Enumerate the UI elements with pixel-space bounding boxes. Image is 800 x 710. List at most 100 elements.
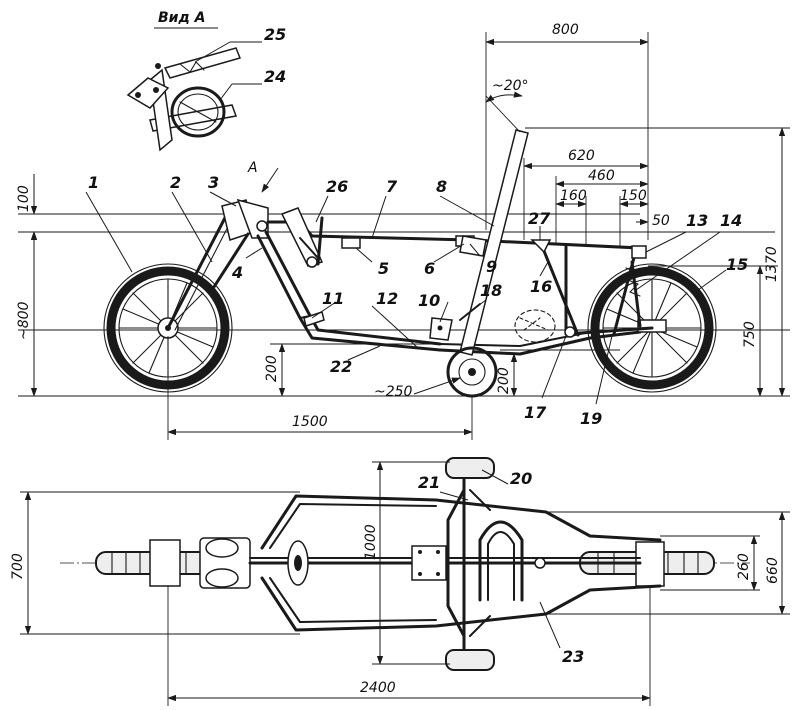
callout-26: 26 [326,177,348,196]
fork-leg-inner [174,214,235,331]
callout-22: 22 [330,357,352,376]
callout-19: 19 [580,409,602,428]
leader-21 [439,491,469,501]
leader-6 [433,243,465,263]
callout-9: 9 [486,257,497,276]
callout-11: 11 [322,289,344,308]
bracket-27 [530,239,552,254]
bracket-5 [341,237,361,249]
leader-19 [595,335,613,405]
rear-tire [590,266,714,390]
inset-clamp [126,77,170,109]
callout-23: 23 [562,647,584,666]
fork-leg [166,210,230,330]
callout-16: 16 [530,277,552,296]
callout-20: 20 [510,469,532,488]
dim-700-label: 700 [10,553,26,580]
view-a-inset: Вид А 25 24 [126,10,286,152]
bracket-13 [631,245,647,259]
leader-5 [355,247,373,263]
rear-hub [637,319,667,333]
dim-100-label: 100 [16,185,32,212]
view-a-arrow [261,167,279,193]
dim-1500-label: 1500 [292,414,328,430]
swing-pivot [564,326,576,338]
frame-top-left-rail [260,494,662,550]
steering-wheel-inset [170,86,226,138]
dim-620-label: 620 [568,148,595,164]
side-view: 800 ~20° 620 460 160 150 50 100 ~800 200 [16,22,790,440]
seat-pivot [534,557,546,569]
dim-800-top-label: 800 [552,22,579,38]
frame-top-right-inner [269,577,437,623]
fork-tube-right [205,568,239,588]
rear-wheel [564,260,717,393]
leader-20 [481,469,509,485]
outrigger-wheel-bottom [445,649,495,671]
handlebar-bracket [163,47,242,79]
steering-wheel-top-hub [294,555,302,571]
fork-tube-left [205,538,239,558]
outrigger-wheel-top [445,457,495,479]
leader-23 [539,601,561,649]
fork-stay [210,232,250,292]
side-callouts: 1 2 3 4 5 6 7 8 9 10 11 12 13 1 [85,173,748,428]
callout-25: 25 [264,25,286,44]
top-view: 1000 700 260 660 2400 20 21 23 [10,457,790,706]
leader-7 [371,195,387,239]
strut-16 [540,244,580,337]
inset-spring [179,61,205,73]
callout-14: 14 [720,211,742,230]
angle-ref [485,95,521,133]
outrigger-brace-front [446,488,466,638]
outrigger-hub [468,368,476,376]
leader-12 [371,305,419,349]
steering-wheel-inset-inner [177,93,219,131]
engine-detail [519,317,549,331]
view-a-title: Вид А [158,10,206,26]
dim-50-label: 50 [652,213,670,229]
leader-1 [85,191,133,273]
steering-wheel-spoke [179,101,217,123]
outrigger-link-lower [469,615,491,637]
callout-12: 12 [376,289,398,308]
callout-13: 13 [686,211,708,230]
callout-6: 6 [424,259,435,278]
leader-13 [645,231,687,253]
inset-tube-lower [149,104,238,132]
dim-angle-20 [485,91,523,103]
rear-tread-top [597,551,699,575]
bracket-11 [303,311,325,327]
dim-150-label: 150 [620,188,647,204]
leader-26 [315,195,329,223]
bracket-10-bolt [437,325,443,331]
cross-plate [411,545,447,581]
leader-15 [697,269,727,291]
seat-loop-inner [487,531,515,601]
seat-loop-23 [478,520,524,602]
leader-4 [245,247,263,259]
dim-260-label: 260 [736,553,752,580]
leader-9 [469,243,481,257]
front-fork-top [149,539,181,587]
pedal-pivot [306,256,318,268]
steering-column-tube [459,129,529,356]
steering-column [429,129,529,356]
leader-22 [347,345,381,361]
leader-14 [635,231,721,291]
leader-10 [439,301,449,323]
head-bolt [256,220,268,232]
outrigger-link-21 [469,489,491,511]
leader-16 [539,261,549,277]
leader-24 [219,83,233,101]
dim-160-label: 160 [560,188,587,204]
callout-24: 24 [264,67,286,86]
callout-21: 21 [418,473,440,492]
dim-2400-label: 2400 [360,680,396,696]
rear-tire-tread [587,263,717,393]
callout-8: 8 [436,177,447,196]
dim-1370-label: 1370 [764,246,780,282]
pedal-assembly [280,207,324,268]
leader-17 [541,335,567,399]
